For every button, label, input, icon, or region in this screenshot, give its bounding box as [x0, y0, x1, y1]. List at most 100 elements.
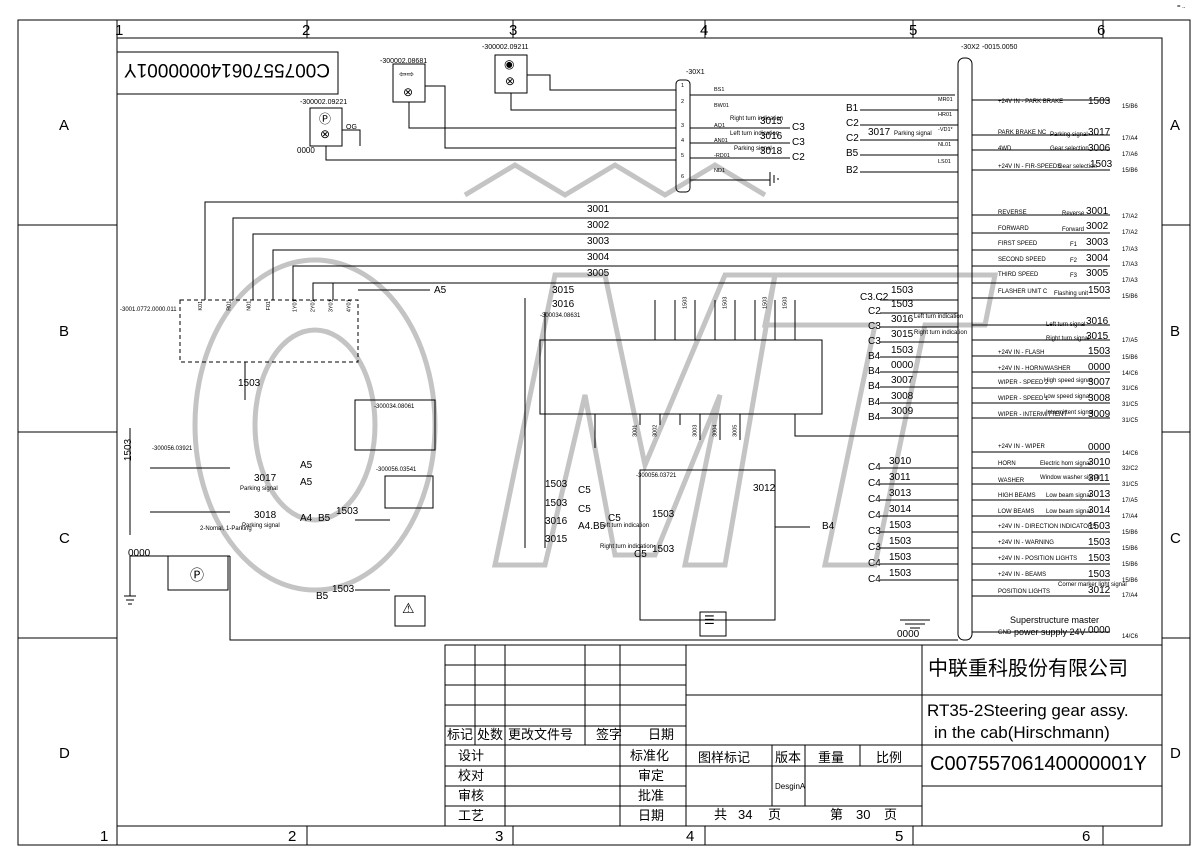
x2-mid-dest: B4 [868, 381, 881, 392]
review-label: 审核 [458, 788, 485, 803]
x2-right-dest: 15/B6 [1122, 168, 1138, 174]
harness-wire-label: 3005 [587, 268, 610, 279]
x2-mid-dest: C3.C2 [860, 292, 889, 303]
turn-bottom-num: 3002 [652, 424, 659, 437]
hazard-wire-1503: 1503 [336, 506, 359, 517]
version-label: 版本 [775, 750, 802, 765]
x2-right-sig: power supply 24V- [1014, 627, 1089, 637]
col-number-bottom-3: 3 [495, 828, 504, 845]
gear-pin: F01 [265, 301, 272, 311]
x2-right-label: FLASHER UNIT C [998, 289, 1048, 295]
x2-right-label: +24V IN - PARK BRAKE [998, 99, 1064, 105]
x2-left-pin: HR01 [938, 112, 953, 118]
x2-right-sig: High speed signal [1044, 378, 1092, 384]
x2-mid-dest: B4 [868, 351, 881, 362]
parking-dest-b: A4 [300, 513, 313, 524]
col-number-top-1: 1 [115, 22, 124, 39]
x2-right-dest: 15/B6 [1122, 355, 1138, 361]
x1-pin-name: BW01 [714, 103, 729, 109]
lamp-bulb-icon: ⊗ [505, 74, 516, 88]
x2-right-dest: 17/A4 [1122, 136, 1138, 142]
x2-right-wire: 0000 [1088, 625, 1111, 636]
x2-right-wire: 1503 [1088, 285, 1111, 296]
x2-right-label: +24V IN - BEAMS [998, 572, 1047, 578]
x1-pin-label: Right turn indication [730, 116, 784, 122]
hazard-wire-3015: 3015 [545, 534, 568, 545]
x2-left-wire: 3017 [868, 127, 891, 138]
x2-mid-wire: 3007 [891, 375, 914, 386]
x2-right-sig: Reverse [1062, 211, 1085, 217]
row-letter-left-b: B [59, 323, 70, 340]
x2-left-pin: -VD1* [938, 127, 953, 133]
col-number-bottom-5: 5 [895, 828, 904, 845]
parking-wire-b: 3018 [254, 510, 277, 521]
x2-right-dest: 15/B6 [1122, 294, 1138, 300]
x2-right-dest: 15/B6 [1122, 530, 1138, 536]
x2-mid-wire: 1503 [891, 285, 914, 296]
x2-mid-wire: 3011 [889, 472, 911, 483]
parking-dest-a: A5 [300, 477, 313, 488]
x1-pin-num: 6 [681, 174, 685, 180]
parking-switch-icon: Ⓟ [190, 567, 204, 583]
x2-right-dest: 15/B6 [1122, 546, 1138, 552]
x2-right-dest: 17/A2 [1122, 214, 1138, 220]
x1-pin-dest: C3 [792, 122, 805, 133]
x2-right-wire: 1503 [1088, 569, 1111, 580]
parking-sig-a: Parking signal [240, 486, 278, 492]
x2-right-label: WIPER - SPEED 2 [998, 380, 1049, 386]
x2-right-label: WIPER - INTERMITTENT [998, 412, 1067, 418]
x2-right-wire: 1503 [1090, 159, 1113, 170]
x2-mid-wire: 3015 [891, 329, 914, 340]
x2-mid-dest: C4 [868, 478, 881, 489]
x2-right-label: HORN [998, 461, 1016, 467]
x2-left-pin: LS01 [938, 159, 951, 165]
x2-right-wire: 1503 [1088, 553, 1111, 564]
sheet-number: 30 [856, 807, 871, 822]
x2-right-label: +24V IN - POSITION LIGHTS [998, 556, 1078, 562]
x2-right-wire: 3007 [1088, 377, 1111, 388]
scale-label: 比例 [876, 750, 903, 765]
x1-pin-wire: 3015 [760, 116, 783, 127]
x2-right-label: FIRST SPEED [998, 241, 1038, 247]
row-letter-left-a: A [59, 117, 70, 134]
x2-mid-dest: C3 [868, 321, 881, 332]
x1-pin-wire: 3016 [760, 131, 783, 142]
x2-right-dest: 17/A3 [1122, 262, 1138, 268]
x2-mid-wire: 3014 [889, 504, 912, 515]
x2-mid-dest: C3 [868, 336, 881, 347]
x2-mid-dest: C4 [868, 510, 881, 521]
x2-right-wire: 3008 [1088, 393, 1111, 404]
hazard-wire-1503c: 1503 [545, 498, 568, 509]
hazard-wire-1503b: 1503 [545, 479, 568, 490]
x2-right-label: GND [998, 630, 1012, 636]
gear-pin: 3Y01 [328, 299, 335, 313]
x2-right-dest: 14/C6 [1122, 371, 1139, 377]
x2-right-dest: 31/C5 [1122, 482, 1139, 488]
x2-right-sig: Low speed signal [1044, 394, 1091, 400]
total-unit: 页 [768, 807, 782, 822]
x2-mid-wire: 1503 [891, 299, 914, 310]
x2-mid-dest: B4 [868, 397, 881, 408]
drawing-number: C00755706140000001Y [930, 753, 1147, 775]
x2-right-label: 4WD [998, 146, 1012, 152]
parking-brake-lamp-wire: 0000 [297, 146, 315, 155]
hazard-wire-1503d: 1503 [332, 584, 355, 595]
rev-header-mark: 标记 [447, 727, 474, 742]
turn-wire-label: 3016 [552, 299, 575, 310]
rev-header-sign: 签字 [596, 727, 623, 742]
date-label: 日期 [638, 808, 665, 823]
x2-right-dest: 31/C5 [1122, 418, 1139, 424]
x1-pin-wire: 3018 [760, 146, 783, 157]
x2-mid-wire: 3009 [891, 406, 914, 417]
turn-top-num: 1503 [762, 296, 769, 309]
col-number-top-6: 6 [1097, 22, 1106, 39]
x1-pin-num: 1 [681, 83, 685, 89]
x2-right-dest: 17/A3 [1122, 247, 1138, 253]
turn-top-num: 1503 [782, 296, 789, 309]
drawing-mark-label: 图样标记 [698, 750, 751, 765]
x2-right-wire: 3001 [1086, 206, 1109, 217]
x2-left-dest: B1 [846, 103, 859, 114]
turn-top-num: 1503 [722, 296, 729, 309]
parking-switch-wire-1503: 1503 [123, 438, 135, 462]
